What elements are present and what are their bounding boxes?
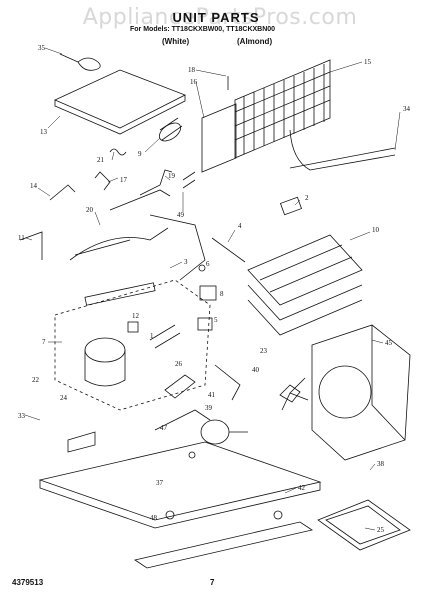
callout-48: 48	[150, 514, 158, 522]
callout-14: 14	[30, 182, 38, 190]
tubing-set	[19, 169, 196, 261]
callout-10: 10	[372, 226, 380, 234]
callout-25: 25	[377, 526, 385, 534]
callout-49: 49	[177, 211, 185, 219]
callout-41: 41	[208, 391, 216, 399]
condenser-coil	[234, 59, 331, 159]
condenser-bracket	[201, 103, 237, 173]
page-number: 7	[210, 578, 215, 587]
callout-20: 20	[86, 206, 94, 214]
callout-5: 5	[214, 316, 218, 324]
motor-bracket	[154, 409, 211, 431]
evaporator-coil	[247, 234, 363, 336]
callout-12: 12	[132, 312, 140, 320]
relay-overload-group	[197, 264, 217, 331]
callout-9: 9	[138, 150, 142, 158]
screw	[273, 510, 283, 520]
drain-pan	[317, 499, 411, 551]
thermostat	[279, 196, 303, 216]
watermark: AppliancePartsPros.com	[82, 5, 358, 30]
callout-24: 24	[60, 394, 68, 402]
callout-15: 15	[364, 58, 372, 66]
callout-35: 35	[38, 44, 46, 52]
color-white: (White)	[162, 37, 190, 46]
callout-11: 11	[18, 234, 25, 242]
dashed-assembly-outline	[54, 279, 211, 411]
callout-6: 6	[206, 260, 210, 268]
condenser-fan	[279, 377, 309, 411]
insulation-strip	[84, 282, 156, 306]
defrost-terminator	[211, 237, 246, 263]
callout-19: 19	[168, 172, 176, 180]
drain-heater	[289, 129, 396, 171]
callout-45: 45	[385, 339, 393, 347]
callout-42: 42	[298, 484, 306, 492]
wire-harness-plug	[59, 53, 101, 71]
screw	[188, 451, 196, 459]
callout-26: 26	[175, 360, 183, 368]
callout-23: 23	[260, 347, 268, 355]
color-almond: (Almond)	[237, 37, 273, 46]
fan-shroud	[311, 324, 411, 461]
callout-7: 7	[42, 338, 46, 346]
callout-38: 38	[377, 460, 385, 468]
callout-13: 13	[40, 128, 48, 136]
leader-lines	[24, 47, 401, 531]
start-relay	[127, 321, 139, 333]
hose-clamp	[214, 364, 241, 401]
callout-40: 40	[252, 366, 260, 374]
callout-2: 2	[305, 194, 309, 202]
callout-21: 21	[97, 156, 105, 164]
fan-motor	[200, 419, 248, 445]
callout-1: 1	[150, 332, 154, 340]
callout-numbers: 35 18 16 15 13 9 21 34 14 17 19 20 49 11…	[18, 44, 411, 534]
screw	[165, 510, 175, 520]
callout-22: 22	[32, 376, 40, 384]
callout-34: 34	[403, 105, 411, 113]
compressor	[84, 337, 126, 387]
diagram-title: UNIT PARTS	[172, 10, 260, 25]
suction-line	[149, 214, 206, 281]
drain-tube	[164, 374, 196, 399]
filter-dryer	[158, 117, 183, 142]
spring-clip	[109, 148, 127, 156]
callout-4: 4	[238, 222, 242, 230]
callout-47: 47	[160, 424, 168, 432]
document-number: 4379513	[12, 578, 44, 587]
callout-8: 8	[220, 290, 224, 298]
model-numbers: For Models: TT18CKXBW00, TT18CKXBN00	[130, 26, 276, 33]
cover-plate	[54, 69, 186, 135]
callout-37: 37	[156, 479, 164, 487]
mounting-grommet	[149, 324, 181, 349]
callout-16: 16	[190, 78, 198, 86]
callout-39: 39	[205, 404, 213, 412]
callout-33: 33	[18, 412, 26, 420]
callout-18: 18	[188, 66, 196, 74]
callout-17: 17	[120, 176, 128, 184]
base-frame	[38, 431, 322, 569]
callout-3: 3	[184, 258, 188, 266]
